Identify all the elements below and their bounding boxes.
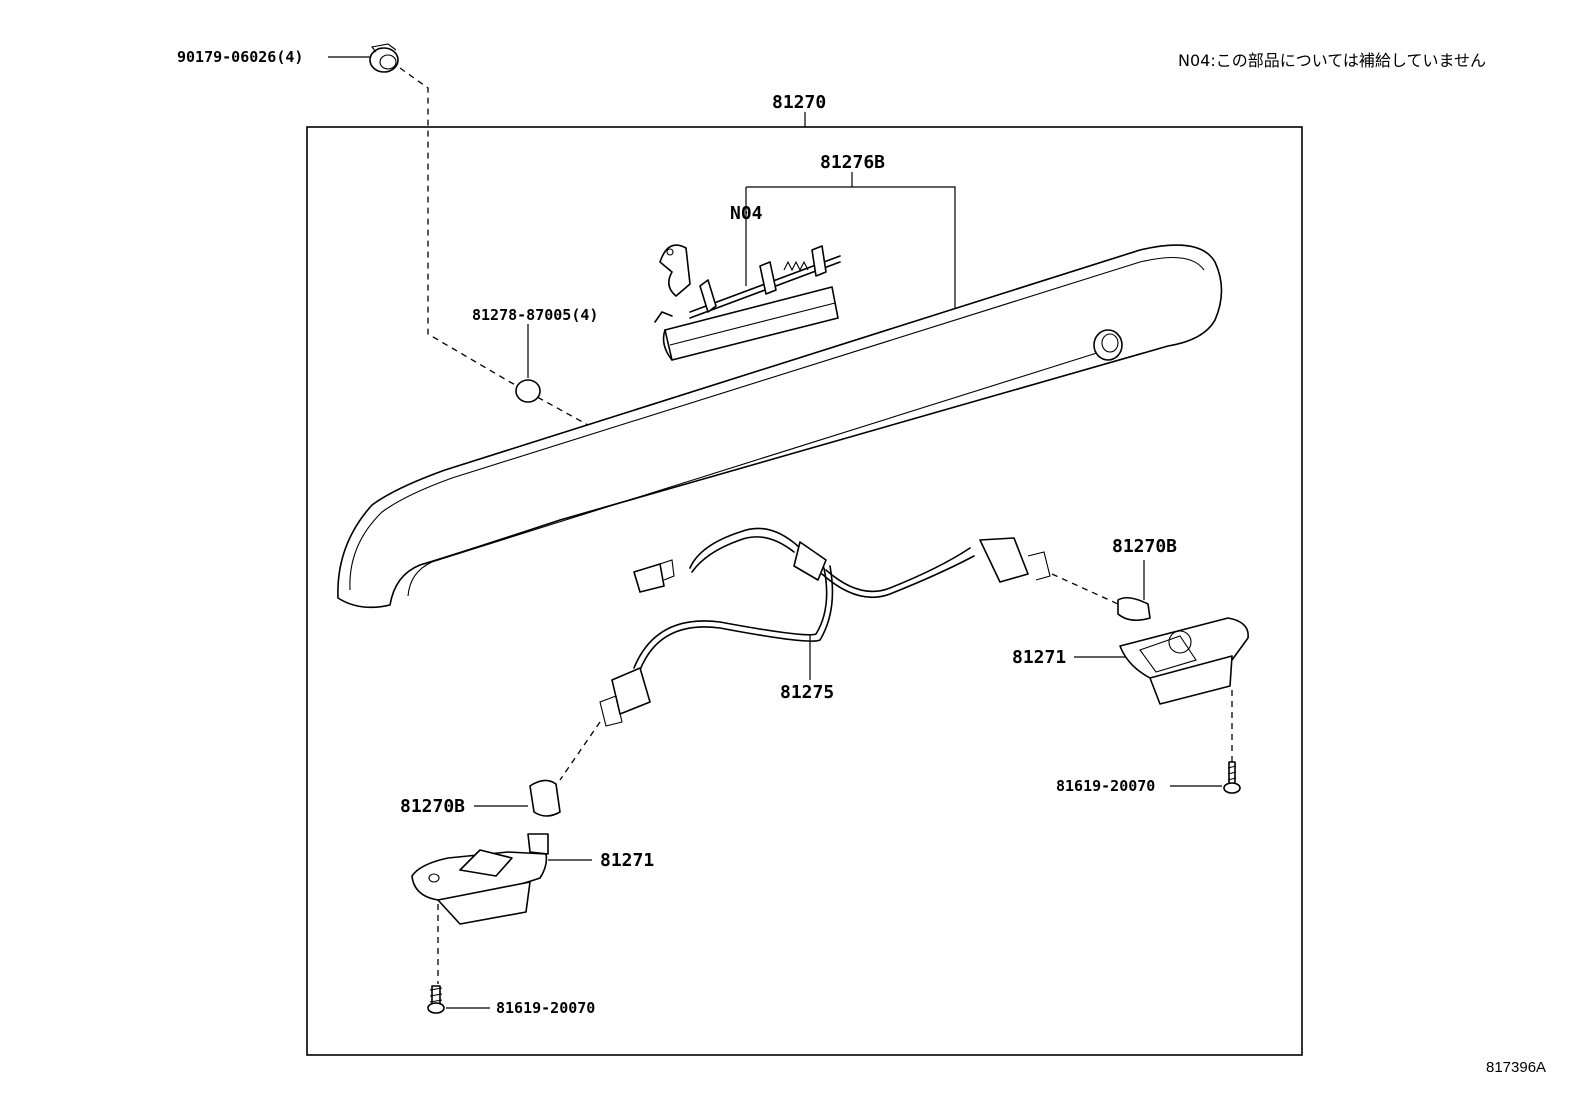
handle-bracket-right — [746, 186, 956, 312]
bulb-right[interactable] — [1117, 596, 1151, 622]
clip-dashed-path — [399, 67, 589, 426]
label-81270B-left[interactable]: 81270B — [400, 796, 465, 817]
label-90179-06026[interactable]: 90179-06026(4) — [177, 48, 303, 66]
illustration-reference: 817396A — [1486, 1059, 1546, 1076]
label-N04[interactable]: N04 — [730, 203, 763, 224]
wire-harness[interactable] — [599, 527, 1051, 727]
clip-part[interactable] — [369, 43, 399, 73]
supply-note: N04:この部品については補給していません — [1178, 51, 1486, 70]
lamp-left[interactable] — [411, 833, 549, 925]
bulb-right-dashed — [1051, 573, 1119, 605]
label-81276B[interactable]: 81276B — [820, 152, 885, 173]
lamp-right[interactable] — [1119, 617, 1249, 705]
nut-part[interactable] — [515, 379, 541, 403]
label-81619-20070-left[interactable]: 81619-20070 — [496, 999, 595, 1017]
label-81275[interactable]: 81275 — [780, 682, 834, 703]
label-81270[interactable]: 81270 — [772, 92, 826, 113]
garnish-bar[interactable] — [337, 244, 1223, 609]
label-81619-20070-right[interactable]: 81619-20070 — [1056, 777, 1155, 795]
screw-left[interactable] — [427, 985, 445, 1014]
label-81271-right[interactable]: 81271 — [1012, 647, 1066, 668]
bulb-left-dashed — [559, 721, 601, 781]
label-81271-left[interactable]: 81271 — [600, 850, 654, 871]
bulb-left[interactable] — [529, 779, 561, 817]
handle-mechanism[interactable] — [654, 244, 841, 361]
label-81278-87005[interactable]: 81278-87005(4) — [472, 306, 598, 324]
label-81270B-right[interactable]: 81270B — [1112, 536, 1177, 557]
screw-right[interactable] — [1223, 761, 1241, 794]
